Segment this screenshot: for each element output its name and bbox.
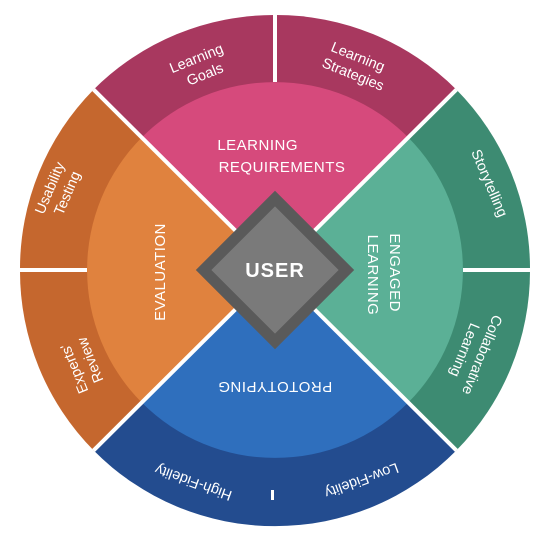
quadrant-learning-requirements	[142, 82, 408, 271]
diamond-face	[211, 206, 339, 334]
quadrant-engaged-learning	[275, 137, 463, 403]
quadrant-prototyping	[142, 270, 408, 458]
label-evaluation: EVALUATION	[152, 223, 169, 321]
quadrant-evaluation	[87, 137, 275, 403]
label-engaged-learning: ENGAGED LEARNING	[364, 233, 403, 316]
separator-mark	[271, 490, 274, 500]
label-learning-requirements: LEARNING REQUIREMENTS	[217, 137, 345, 176]
inner-ring	[87, 82, 463, 458]
label-prototyping: PROTOTYPING	[218, 378, 332, 395]
center-label-user: USER	[245, 260, 305, 282]
